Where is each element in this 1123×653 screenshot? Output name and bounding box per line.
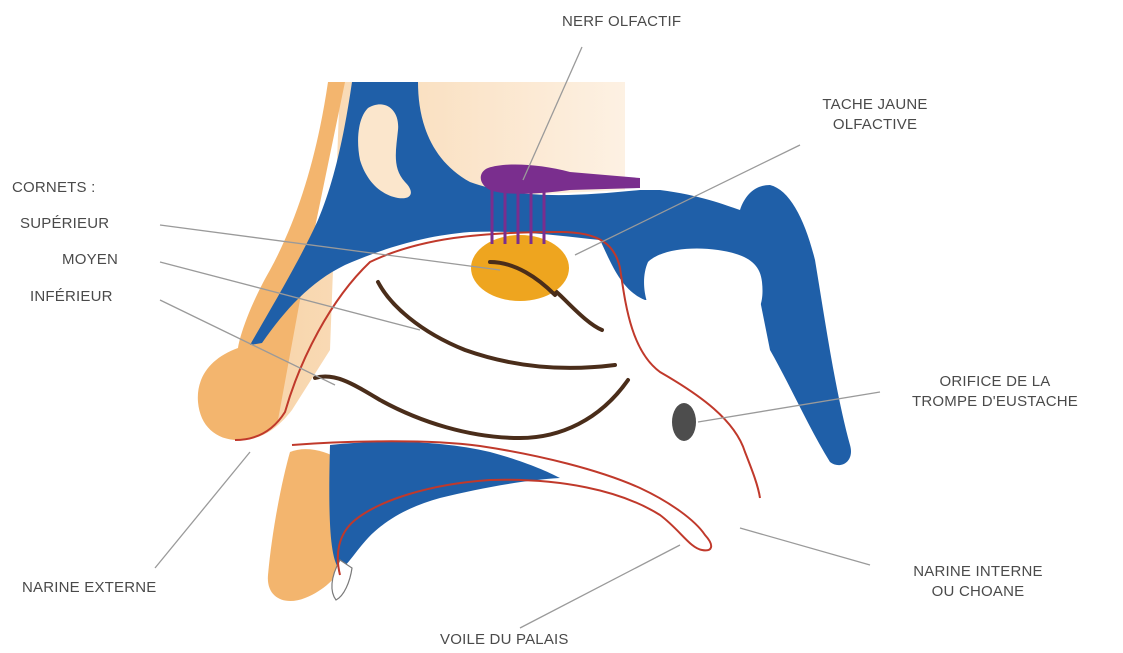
label-orifice-line2: TROMPE D'EUSTACHE [880,392,1110,412]
label-narine-interne-line2: OU CHOANE [878,582,1078,602]
eustachian-orifice [672,403,696,441]
label-orifice-line1: ORIFICE DE LA [880,372,1110,392]
label-moyen: MOYEN [62,250,118,270]
label-tache-jaune-line2: OLFACTIVE [795,115,955,135]
label-tache-jaune-line1: TACHE JAUNE [795,95,955,115]
inferior-turbinate [315,377,628,438]
label-orifice-trompe: ORIFICE DE LA TROMPE D'EUSTACHE [880,372,1110,412]
sphenoid-sinus [644,249,762,328]
label-cornets: CORNETS : [12,178,95,198]
leader-orifice [698,392,880,422]
label-superieur: SUPÉRIEUR [20,214,109,234]
leader-narine-externe [155,452,250,568]
leader-voile-palais [520,545,680,628]
label-voile-du-palais: VOILE DU PALAIS [440,630,569,650]
leader-narine-interne [740,528,870,565]
label-narine-externe: NARINE EXTERNE [22,578,157,598]
label-narine-interne: NARINE INTERNE OU CHOANE [878,562,1078,602]
label-tache-jaune: TACHE JAUNE OLFACTIVE [795,95,955,135]
label-inferieur: INFÉRIEUR [30,287,113,307]
label-nerf-olfactif: NERF OLFACTIF [562,12,681,32]
palate-bone [329,442,560,570]
label-narine-interne-line1: NARINE INTERNE [878,562,1078,582]
